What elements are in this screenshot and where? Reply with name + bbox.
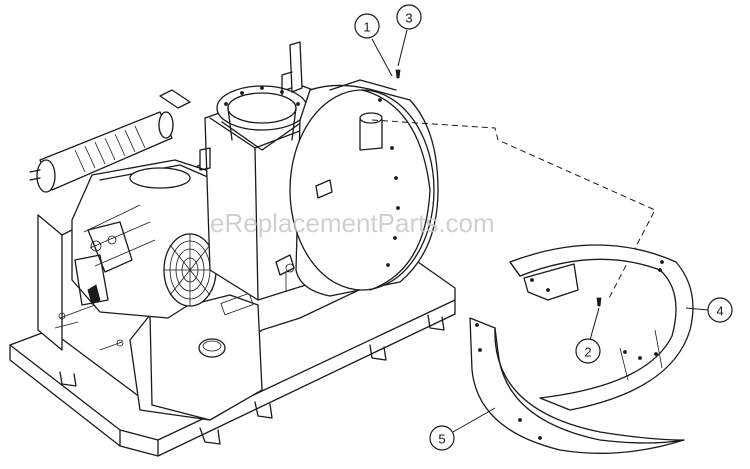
callout-4-label: 4 <box>716 304 723 319</box>
callout-5-label: 5 <box>438 432 445 447</box>
callout-3: 3 <box>396 4 422 30</box>
screw-part-2 <box>596 297 602 307</box>
callout-3-label: 3 <box>405 11 412 26</box>
callout-1-label: 1 <box>363 20 370 35</box>
engine <box>58 159 246 320</box>
watermark-text: eReplacementParts.com <box>210 208 495 238</box>
leader-5 <box>452 407 496 433</box>
callout-1: 1 <box>354 13 380 39</box>
callout-4: 4 <box>707 297 733 323</box>
leader-4 <box>685 307 709 311</box>
callout-2-label: 2 <box>584 345 591 360</box>
wrap-band-part-4 <box>509 244 694 411</box>
leader-2 <box>589 307 600 341</box>
leader-1 <box>371 38 393 77</box>
fan-volute <box>289 79 439 297</box>
callout-2: 2 <box>575 338 601 364</box>
callout-5: 5 <box>429 425 455 451</box>
leader-3 <box>397 29 408 67</box>
muffler <box>29 89 191 193</box>
wrap-band-part-5 <box>469 317 685 454</box>
fuel-tank <box>129 292 263 421</box>
assembly-guide-line <box>371 119 656 301</box>
screw-part-3 <box>395 69 401 79</box>
